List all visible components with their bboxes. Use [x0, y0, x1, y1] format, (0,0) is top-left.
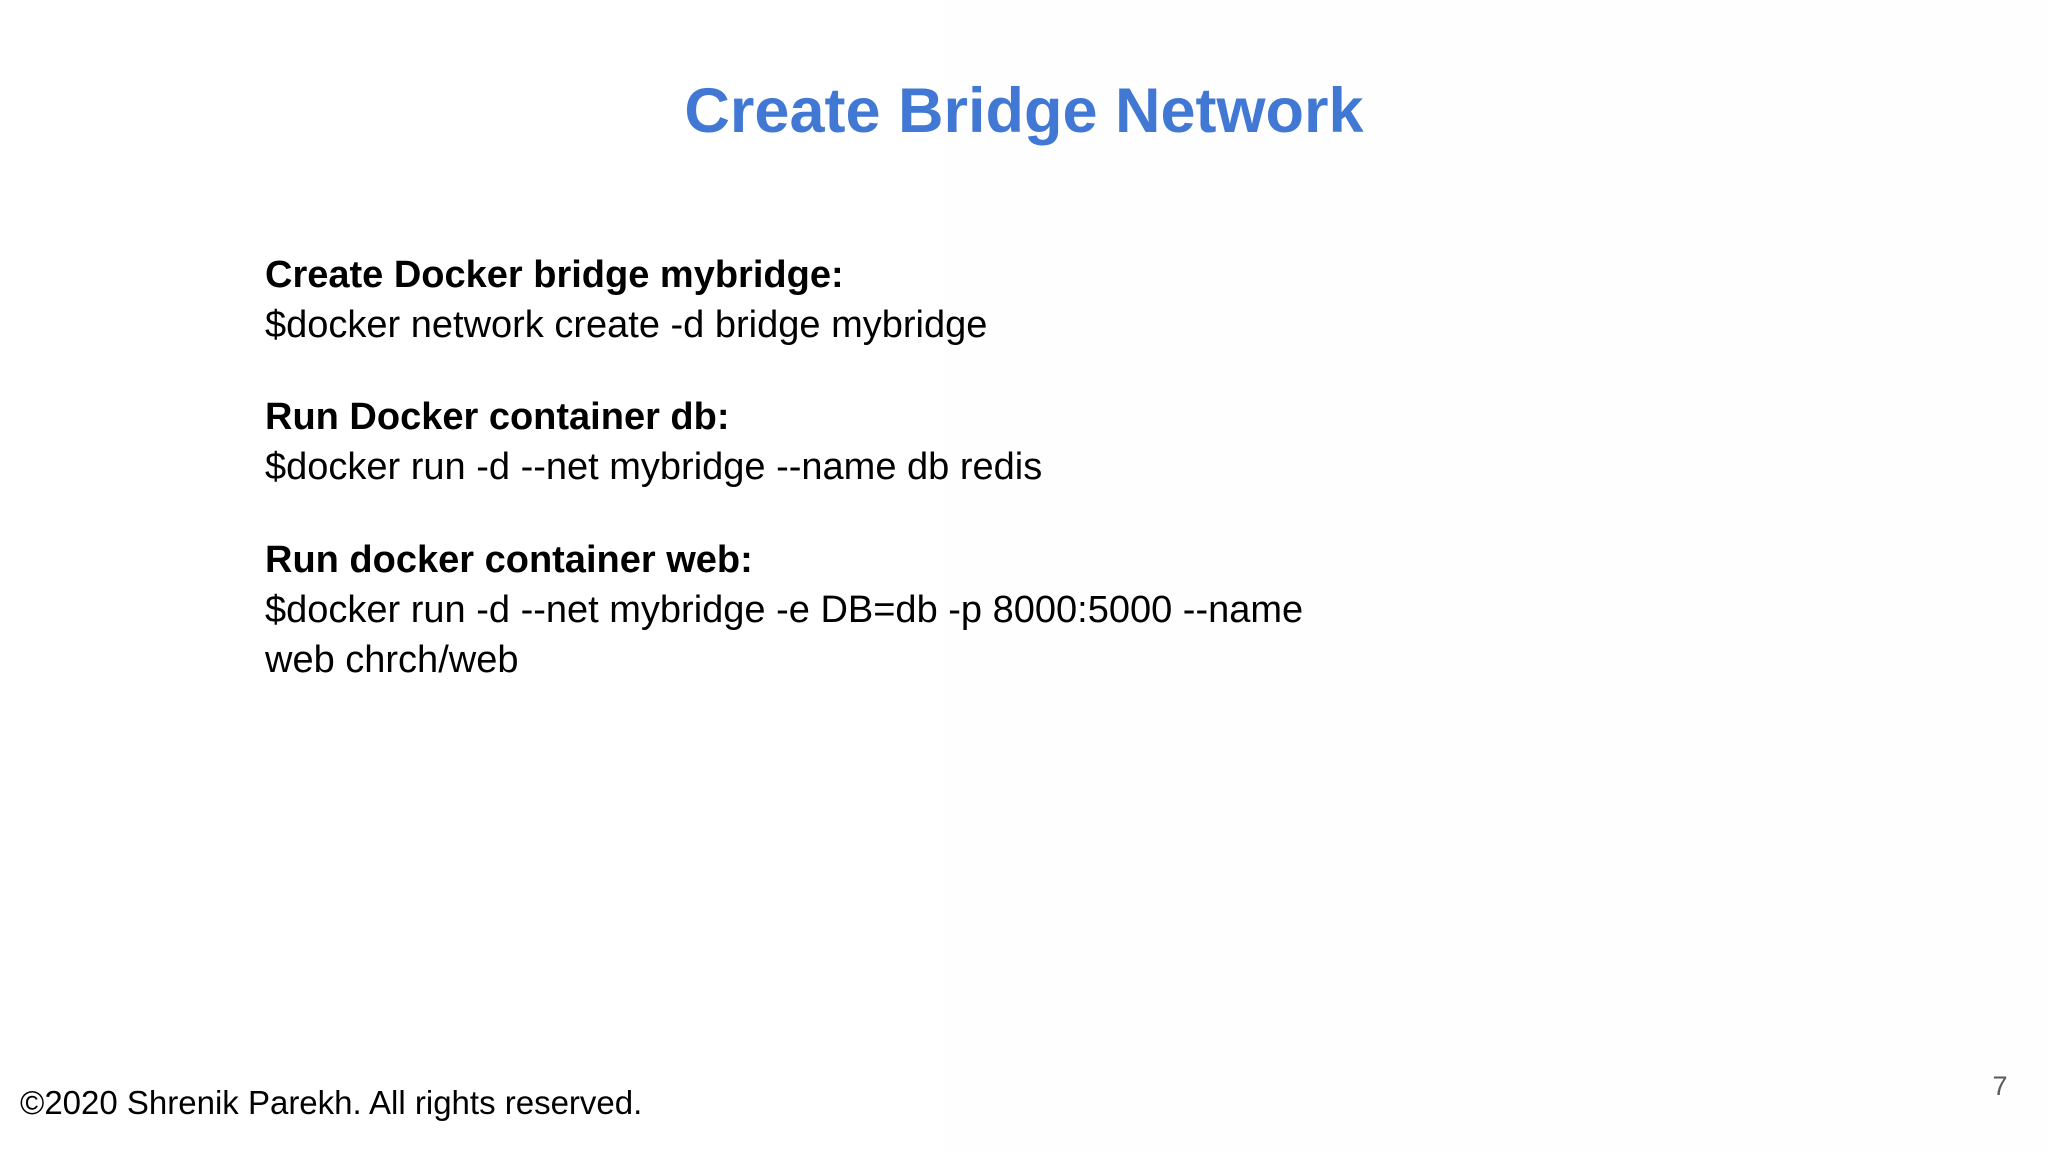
slide-body: Create Docker bridge mybridge: $docker n… — [265, 250, 1715, 685]
command-group-command: $docker run -d --net mybridge --name db … — [265, 446, 1043, 489]
command-group-heading: Create Docker bridge mybridge: — [265, 254, 844, 296]
footer-copyright: ©2020 Shrenik Parekh. All rights reserve… — [20, 1084, 643, 1121]
slide-title: Create Bridge Network — [684, 76, 1364, 146]
command-group: Run Docker container db: $docker run -d … — [265, 392, 1715, 492]
page-number: 7 — [1992, 1071, 2008, 1101]
command-group: Create Docker bridge mybridge: $docker n… — [265, 250, 1715, 350]
command-group-command: $docker network create -d bridge mybridg… — [265, 304, 988, 347]
command-group-heading: Run Docker container db: — [265, 396, 730, 439]
command-group-heading: Run docker container web: — [265, 538, 753, 581]
command-group-command: $docker run -d --net mybridge -e DB=db -… — [265, 588, 1304, 681]
command-group: Run docker container web: $docker run -d… — [265, 535, 1715, 685]
